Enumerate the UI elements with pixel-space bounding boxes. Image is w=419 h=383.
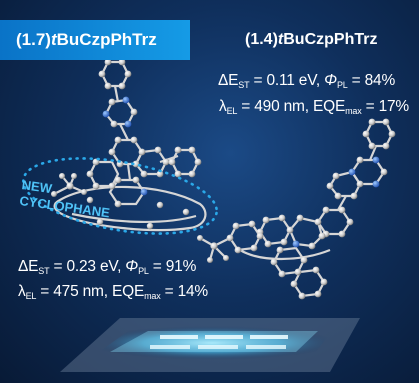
lambda-symbol: λ bbox=[18, 283, 26, 300]
left-molecule-name-rest: BuCzpPhTrz bbox=[56, 30, 157, 49]
subscript-st: ST bbox=[38, 266, 50, 276]
phi-symbol: Φ bbox=[324, 72, 337, 89]
right-molecule-name-prefix: (1.4) bbox=[245, 31, 278, 48]
delta-est-value: = 0.11 eV, bbox=[249, 72, 325, 89]
subscript-pl: PL bbox=[336, 80, 348, 90]
delta-est-value: = 0.23 eV, bbox=[49, 258, 126, 275]
subscript-el: EL bbox=[226, 106, 238, 116]
subscript-pl: PL bbox=[138, 266, 149, 276]
left-molecule-props-line2: λEL = 475 nm, EQEmax = 14% bbox=[18, 283, 208, 301]
cyclophane-highlight-ellipse bbox=[22, 157, 218, 235]
right-molecule-atoms bbox=[197, 118, 396, 300]
subscript-max: max bbox=[345, 106, 362, 116]
subscript-el: EL bbox=[25, 291, 37, 301]
left-molecule-name-prefix: (1.7) bbox=[16, 30, 51, 49]
subscript-max: max bbox=[144, 291, 161, 301]
plqy-value: = 91% bbox=[148, 258, 197, 275]
lambda-symbol: λ bbox=[219, 98, 227, 115]
left-molecule-props-line1: ΔEST = 0.23 eV, ΦPL = 91% bbox=[18, 258, 196, 276]
delta-symbol: ΔE bbox=[18, 258, 39, 275]
left-molecule-atoms bbox=[51, 58, 202, 230]
right-molecule-name-tag: (1.4)tBuCzpPhTrz bbox=[245, 20, 377, 60]
subscript-st: ST bbox=[238, 80, 250, 90]
right-molecule-props-line2: λEL = 490 nm, EQEmax = 17% bbox=[219, 98, 409, 116]
lambda-el-value: = 490 nm, EQE bbox=[237, 98, 346, 115]
eqe-value: = 14% bbox=[160, 283, 209, 300]
right-molecule-props-line1: ΔEST = 0.11 eV, ΦPL = 84% bbox=[218, 72, 395, 90]
plqy-value: = 84% bbox=[347, 72, 396, 89]
left-molecule-name-tag: (1.7)tBuCzpPhTrz bbox=[0, 20, 190, 60]
lambda-el-value: = 475 nm, EQE bbox=[36, 283, 145, 300]
delta-symbol: ΔE bbox=[218, 72, 239, 89]
right-molecule-name-italic: t bbox=[277, 31, 284, 48]
left-molecule-name-italic: t bbox=[50, 30, 57, 49]
eqe-value: = 17% bbox=[361, 98, 410, 115]
phi-symbol: Φ bbox=[125, 258, 139, 275]
right-molecule-name-rest: BuCzpPhTrz bbox=[283, 31, 378, 48]
oled-device bbox=[60, 318, 360, 372]
